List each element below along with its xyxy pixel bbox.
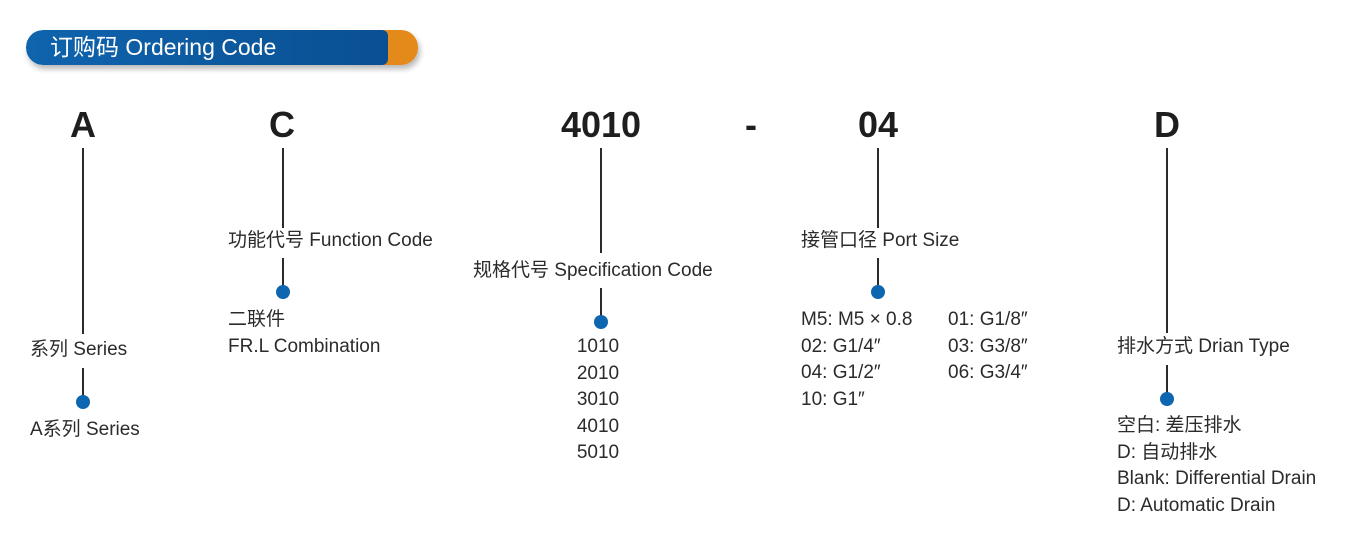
option-port-10: 10: G1″ bbox=[801, 388, 865, 410]
dot-port bbox=[871, 285, 885, 299]
option-spec-3: 4010 bbox=[576, 415, 620, 437]
option-spec-1: 2010 bbox=[576, 362, 620, 384]
option-port-02: 02: G1/4″ bbox=[801, 335, 881, 357]
code-separator-dash: - bbox=[745, 104, 757, 145]
option-spec-4: 5010 bbox=[576, 442, 620, 463]
banner-title: 订购码 Ordering Code bbox=[50, 34, 277, 60]
label-port-size: 接管口径 Port Size bbox=[801, 230, 960, 251]
label-series: 系列 Series bbox=[30, 339, 128, 360]
connector-line-drain-lower bbox=[1166, 365, 1168, 395]
option-function-0: 二联件 bbox=[228, 309, 286, 330]
code-specification: 4010 bbox=[560, 104, 642, 145]
options-function: 二联件 FR.L Combination bbox=[228, 307, 380, 360]
connector-line-function bbox=[282, 148, 284, 228]
connector-line-port bbox=[877, 148, 879, 228]
options-drain: 空白: 差压排水 D: 自动排水 Blank: Differential Dra… bbox=[1117, 413, 1316, 519]
connector-line-function-lower bbox=[282, 258, 284, 288]
dot-specification bbox=[594, 315, 608, 329]
options-port-col2: 01: G1/8″ 03: G3/8″ 06: G3/4″ bbox=[948, 307, 1028, 387]
option-drain-2: Blank: Differential Drain bbox=[1117, 468, 1317, 489]
connector-line-series-lower bbox=[82, 368, 84, 398]
option-series: A系列 Series bbox=[30, 419, 140, 440]
options-specification: 1010 2010 3010 4010 5010 bbox=[570, 334, 626, 467]
dot-function bbox=[276, 285, 290, 299]
code-function: C bbox=[269, 104, 295, 145]
connector-line-series bbox=[82, 148, 84, 334]
option-port-01: 01: G1/8″ bbox=[948, 309, 1028, 330]
option-port-m5: M5: M5 × 0.8 bbox=[801, 309, 913, 330]
dot-series bbox=[76, 395, 90, 409]
option-spec-0: 1010 bbox=[576, 336, 620, 357]
connector-line-port-lower bbox=[877, 258, 879, 288]
code-port-size: 04 bbox=[857, 104, 899, 145]
code-series: A bbox=[70, 104, 96, 145]
option-drain-0: 空白: 差压排水 bbox=[1117, 415, 1242, 436]
option-port-06: 06: G3/4″ bbox=[948, 362, 1028, 383]
option-function-1: FR.L Combination bbox=[228, 335, 381, 357]
label-function-code: 功能代号 Function Code bbox=[228, 230, 433, 251]
code-drain-type: D bbox=[1154, 104, 1180, 145]
option-drain-1: D: 自动排水 bbox=[1117, 441, 1218, 463]
option-port-03: 03: G3/8″ bbox=[948, 335, 1028, 357]
option-port-04: 04: G1/2″ bbox=[801, 362, 881, 383]
connector-line-specification bbox=[600, 148, 602, 253]
banner-blue-band bbox=[26, 30, 388, 65]
dot-drain bbox=[1160, 392, 1174, 406]
option-drain-3: D: Automatic Drain bbox=[1117, 494, 1276, 516]
option-spec-2: 3010 bbox=[576, 389, 620, 410]
label-drain-type: 排水方式 Drian Type bbox=[1117, 336, 1290, 357]
options-port-col1: M5: M5 × 0.8 02: G1/4″ 04: G1/2″ 10: G1″ bbox=[801, 307, 912, 413]
section-header-banner: 订购码 Ordering Code bbox=[26, 30, 418, 65]
label-specification-code: 规格代号 Specification Code bbox=[473, 260, 713, 281]
connector-line-drain bbox=[1166, 148, 1168, 333]
connector-line-specification-lower bbox=[600, 288, 602, 318]
